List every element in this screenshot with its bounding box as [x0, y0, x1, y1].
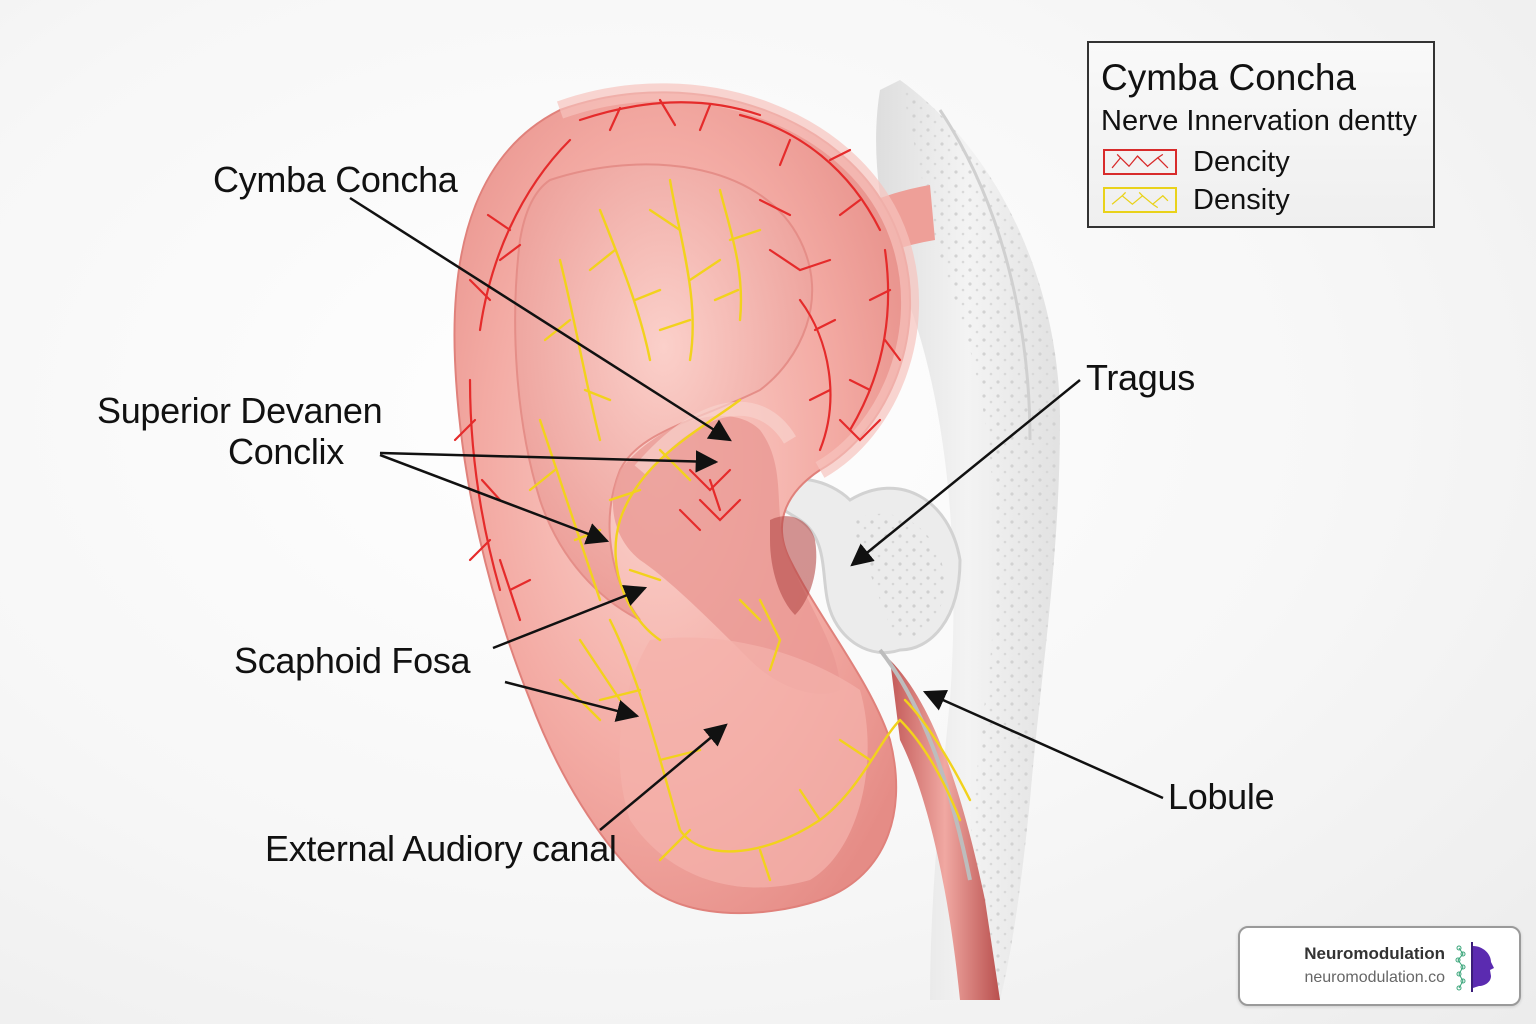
label-arrows — [349, 196, 1164, 831]
legend-item-red: Dencity — [1103, 145, 1290, 178]
legend-label-yellow: Density — [1193, 183, 1290, 216]
legend-item-yellow: Density — [1103, 183, 1290, 216]
arrow-cymba-concha — [349, 196, 732, 442]
red-vessel-network — [453, 98, 902, 622]
label-superior-line1: Superior Devanen — [97, 390, 383, 431]
watermark-badge[interactable]: Neuromodulation neuromodulation.co — [1238, 926, 1521, 1006]
arrow-scaphoid-2 — [504, 680, 640, 722]
label-cymba-concha: Cymba Concha — [213, 159, 458, 200]
legend-subtitle: Nerve Innervation dentty — [1101, 105, 1417, 137]
watermark-url[interactable]: neuromodulation.co — [1304, 969, 1445, 986]
watermark-title: Neuromodulation — [1304, 944, 1445, 963]
legend-title: Cymba Concha — [1101, 57, 1357, 98]
head-profile-with-molecules-icon — [1455, 942, 1494, 992]
label-external-auditory-canal: External Audiory canal — [265, 828, 617, 869]
legend-label-red: Dencity — [1193, 145, 1290, 178]
legend: Cymba Concha Nerve Innervation dentty De… — [1087, 41, 1435, 228]
arrow-superior-2 — [379, 453, 610, 545]
label-scaphoid-fosa: Scaphoid Fosa — [234, 640, 471, 681]
red-vessel-swatch-icon — [1103, 149, 1177, 175]
arrow-tragus — [850, 379, 1081, 567]
label-tragus: Tragus — [1086, 357, 1195, 398]
arrow-external-auditory — [599, 723, 728, 831]
arrow-scaphoid-1 — [492, 584, 648, 650]
yellow-nerve-swatch-icon — [1103, 187, 1177, 213]
arrow-superior-1 — [379, 450, 719, 473]
label-superior-line2: Conclix — [228, 431, 344, 472]
yellow-nerve-network — [528, 178, 972, 882]
arrow-lobule — [922, 689, 1164, 800]
label-lobule: Lobule — [1168, 776, 1275, 817]
